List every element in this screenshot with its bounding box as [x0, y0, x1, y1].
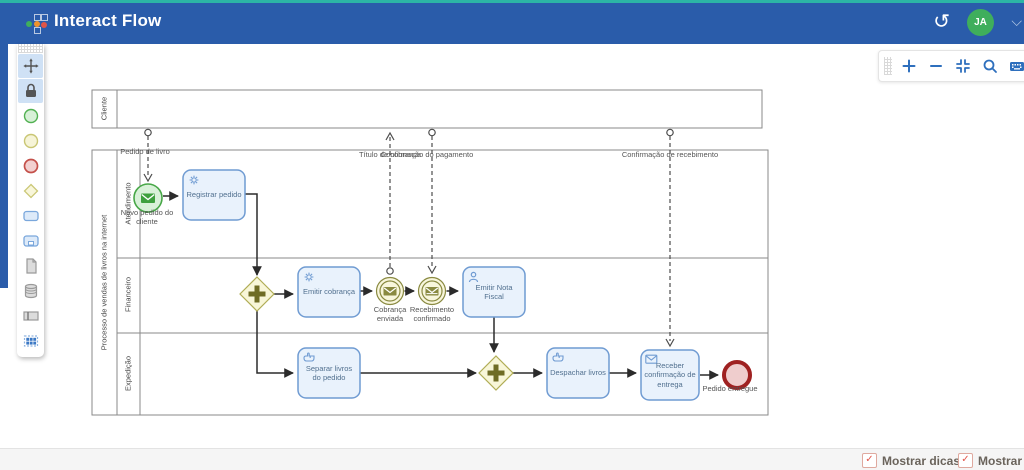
show-tips-label: Mostrar dicas — [882, 453, 961, 468]
data-store-icon — [24, 283, 37, 299]
fit-viewport-icon — [955, 59, 970, 73]
lock-icon — [25, 83, 36, 97]
zoom-toolbar — [878, 50, 1024, 82]
gateway-split[interactable] — [239, 276, 275, 312]
participant-icon — [22, 311, 39, 321]
message-label-titulo: Título de cobrança — [358, 150, 422, 159]
subprocess-icon — [22, 235, 39, 247]
task-emitir-cobranca[interactable] — [297, 266, 361, 318]
show-tips-checkbox[interactable]: ✓ — [862, 453, 877, 468]
zoom-out-button[interactable] — [926, 56, 945, 76]
event-cobranca-enviada-label: Cobrança enviada — [373, 305, 407, 323]
undo-icon[interactable]: ↺ — [933, 11, 950, 33]
search-icon — [983, 59, 997, 73]
task-emitir-nota-label[interactable]: Emitir Nota Fiscal — [475, 282, 513, 301]
avatar[interactable]: JA — [967, 9, 994, 36]
show-tips-toggle[interactable]: ✓ Mostrar dicas — [862, 453, 960, 468]
palette-end-event[interactable] — [18, 154, 43, 178]
task-emitir-nota[interactable] — [462, 266, 526, 318]
task-separar[interactable] — [297, 347, 361, 399]
palette-drag-handle[interactable] — [18, 44, 43, 53]
end-event-label: Pedido entregue — [702, 384, 758, 393]
grid-group-icon — [23, 335, 38, 347]
task-registrar-label[interactable]: Registrar pedido — [186, 190, 242, 200]
pool-processo-label: Processo de vendas de livros na internet — [99, 214, 109, 351]
gateway-join[interactable] — [478, 355, 514, 391]
left-rail — [0, 44, 8, 288]
start-event-icon — [23, 108, 38, 124]
gateway-icon — [23, 183, 38, 199]
zoom-in-icon — [902, 59, 916, 73]
message-flows — [143, 128, 675, 348]
message-label-recebimento: Confirmação de recebimento — [621, 150, 719, 159]
move-icon — [22, 58, 39, 74]
palette-start-event[interactable] — [18, 104, 43, 128]
palette-task[interactable] — [18, 204, 43, 228]
keyboard-shortcuts-button[interactable] — [1007, 56, 1024, 76]
end-event-node[interactable] — [722, 360, 752, 390]
avatar-initials: JA — [974, 17, 987, 28]
search-button[interactable] — [980, 56, 999, 76]
palette-move-tool[interactable] — [18, 54, 43, 78]
palette-participant[interactable] — [18, 304, 43, 328]
palette-lock-tool[interactable] — [18, 79, 43, 103]
tool-palette — [17, 44, 44, 357]
lane-financeiro-label: Financeiro — [123, 276, 133, 313]
palette-intermediate-event[interactable] — [18, 129, 43, 153]
status-bar: ✓ Mostrar dicas ✓ Mostrar avisos — [0, 448, 1024, 470]
palette-grid-group[interactable] — [18, 329, 43, 353]
event-recebimento-confirmado[interactable] — [417, 276, 447, 306]
sequence-flows — [163, 191, 719, 380]
event-recebimento-confirmado-label: Recebimento confirmado — [409, 305, 455, 323]
pool-cliente-label: Cliente — [99, 96, 109, 121]
show-warnings-checkbox[interactable]: ✓ — [958, 453, 973, 468]
task-registrar[interactable] — [182, 169, 246, 221]
fit-viewport-button[interactable] — [953, 56, 972, 76]
keyboard-icon — [1009, 62, 1024, 71]
pool-cliente[interactable] — [91, 89, 763, 129]
show-warnings-label: Mostrar avisos — [978, 453, 1024, 468]
task-despachar-label[interactable]: Despachar livros — [550, 368, 606, 378]
task-receber-label[interactable]: Receber confirmação de entrega — [644, 360, 696, 389]
event-cobranca-enviada[interactable] — [375, 276, 405, 306]
lane-expedicao-label: Expedição — [123, 355, 133, 392]
task-separar-label[interactable]: Separar livros do pedido — [305, 363, 353, 382]
start-event-label: Novo pedido do cliente — [120, 208, 174, 226]
zoom-out-icon — [929, 65, 942, 67]
zoom-toolbar-drag-handle[interactable] — [884, 57, 892, 75]
task-despachar[interactable] — [546, 347, 610, 399]
palette-data-store[interactable] — [18, 279, 43, 303]
palette-data-object[interactable] — [18, 254, 43, 278]
app-logo-icon — [26, 14, 48, 34]
show-warnings-toggle[interactable]: ✓ Mostrar avisos — [958, 453, 1024, 468]
task-emitir-cobranca-label[interactable]: Emitir cobrança — [302, 287, 356, 297]
data-object-icon — [25, 258, 37, 274]
task-receber[interactable] — [640, 349, 700, 401]
app-header: Interact Flow ↺ JA ⌵ — [0, 3, 1024, 44]
palette-subprocess[interactable] — [18, 229, 43, 253]
task-icon — [22, 210, 39, 222]
chevron-down-icon[interactable]: ⌵ — [1011, 13, 1022, 29]
top-accent-strip — [0, 0, 1024, 3]
lane-atendimento-label: Atendimento — [123, 182, 133, 225]
palette-gateway[interactable] — [18, 179, 43, 203]
end-event-icon — [23, 158, 38, 174]
message-label-pagamento: Confirmação do pagamento — [380, 150, 474, 159]
zoom-in-button[interactable] — [900, 56, 919, 76]
message-label-pedido: Pedido de livro — [120, 147, 170, 156]
start-event-node[interactable] — [133, 183, 163, 213]
intermediate-event-icon — [23, 133, 38, 149]
app-title: Interact Flow — [54, 11, 162, 30]
